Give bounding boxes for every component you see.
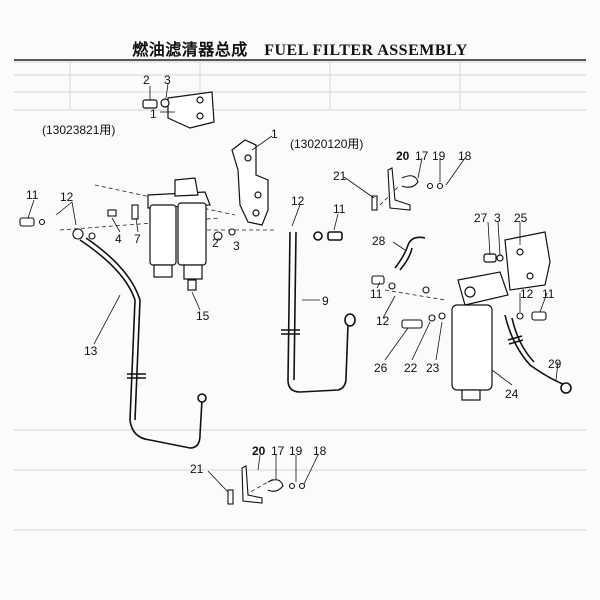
callout-label: 1 [150, 107, 157, 121]
callout-label: 9 [322, 294, 329, 308]
callout-label: 21 [190, 462, 204, 476]
callout-label: 1 [271, 127, 278, 141]
callout-label: 19 [432, 149, 446, 163]
callout-label: 11 [333, 202, 346, 216]
callout-label: 28 [372, 234, 386, 248]
faint-background-table [14, 61, 586, 531]
left-bolt-set [19, 204, 236, 241]
leader-lines [27, 83, 559, 493]
callout-label: 12 [520, 287, 534, 301]
callout-label: 18 [313, 444, 327, 458]
callout-label: 20 [252, 444, 266, 458]
single-filter [451, 271, 509, 401]
fuel-pipe-29 [504, 314, 572, 394]
fuel-pipe-9 [281, 231, 356, 393]
callout-label: 2 [143, 73, 150, 87]
caption-right-variant: (13020120用) [290, 137, 363, 151]
callout-label: 27 [474, 211, 488, 225]
callout-label: 26 [374, 361, 388, 375]
mounting-bracket [231, 139, 269, 226]
right-mount-plate [483, 231, 551, 291]
callout-label: 12 [60, 190, 74, 204]
callout-label: 17 [271, 444, 285, 458]
callout-label: 3 [494, 211, 501, 225]
callout-label: 29 [548, 357, 562, 371]
callout-label: 23 [426, 361, 440, 375]
callout-label: 21 [333, 169, 347, 183]
fuel-pipe-13 [79, 237, 207, 449]
fuel-pipe-28 [394, 236, 426, 271]
callout-label: 11 [542, 287, 555, 301]
callout-label: 13 [84, 344, 98, 358]
callout-label: 25 [514, 211, 528, 225]
callout-label: 3 [233, 239, 240, 253]
callout-label: 24 [505, 387, 519, 401]
callout-label: 19 [289, 444, 303, 458]
callout-label: 17 [415, 149, 429, 163]
small-mount-plate [142, 91, 215, 129]
callout-label: 3 [164, 73, 171, 87]
page-title: 燃油滤清器总成 FUEL FILTER ASSEMBLY [132, 42, 468, 59]
callout-label: 15 [196, 309, 210, 323]
callout-label: 11 [370, 287, 383, 301]
dual-filter-assembly [147, 177, 211, 291]
callout-label: 11 [26, 188, 39, 202]
right-bolt-set [371, 275, 547, 329]
callout-label: 20 [396, 149, 410, 163]
upper-clip-assembly [371, 167, 444, 211]
callout-label: 18 [458, 149, 472, 163]
callout-label: 12 [376, 314, 390, 328]
callout-label: 7 [134, 232, 141, 246]
callout-labels: 2 3 1 1 11 12 4 7 2 3 15 13 12 11 9 21 2… [26, 73, 562, 476]
callout-label: 4 [115, 232, 122, 246]
callout-label: 22 [404, 361, 418, 375]
callout-label: 12 [291, 194, 305, 208]
lower-clip-assembly [227, 465, 306, 505]
caption-left-variant: (13023821用) [42, 123, 115, 137]
callout-label: 2 [212, 236, 219, 250]
